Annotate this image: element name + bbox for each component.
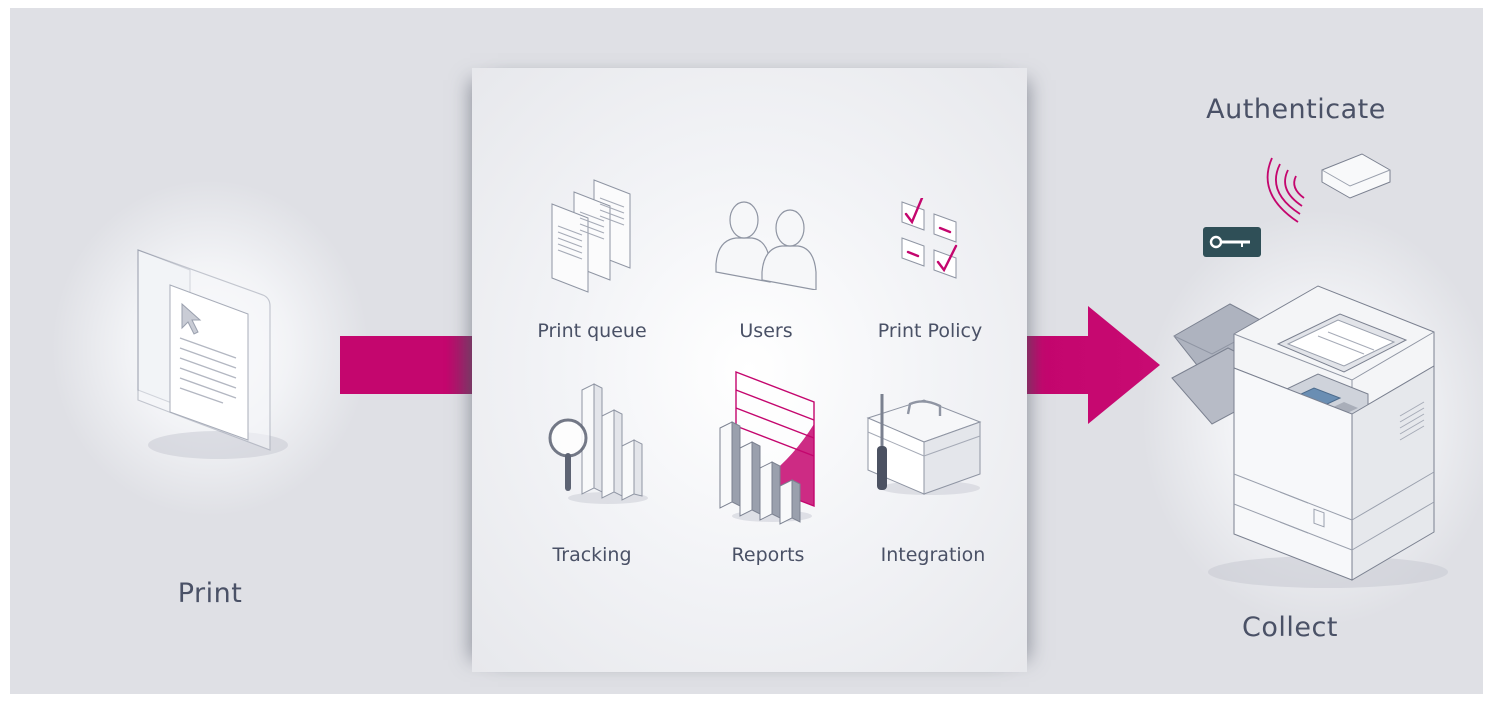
policy-checklist-icon	[901, 198, 958, 279]
tracking-chart-icon	[548, 383, 648, 504]
feature-label-print-queue: Print queue	[537, 320, 647, 342]
authenticate-label: Authenticate	[1206, 94, 1386, 125]
users-icon	[715, 201, 817, 290]
features-panel	[472, 68, 1027, 672]
feature-label-users: Users	[739, 320, 793, 342]
arrow-right-icon	[1026, 306, 1160, 424]
key-card-icon	[1203, 227, 1261, 257]
feature-label-tracking: Tracking	[552, 544, 632, 566]
feature-label-reports: Reports	[731, 544, 805, 566]
print-connector-bar	[340, 336, 472, 394]
reports-chart-icon	[719, 370, 815, 525]
feature-label-print-policy: Print Policy	[877, 320, 983, 342]
toolbox-icon	[866, 394, 982, 495]
document-window-icon	[137, 249, 288, 459]
print-label: Print	[177, 578, 243, 609]
collect-label: Collect	[1242, 612, 1338, 643]
feature-label-integration: Integration	[880, 544, 986, 566]
printer-icon	[1171, 285, 1448, 588]
card-reader-icon	[1266, 153, 1391, 223]
workflow-diagram: Print Print queue Users	[10, 8, 1483, 694]
document-stack-icon	[551, 179, 631, 293]
